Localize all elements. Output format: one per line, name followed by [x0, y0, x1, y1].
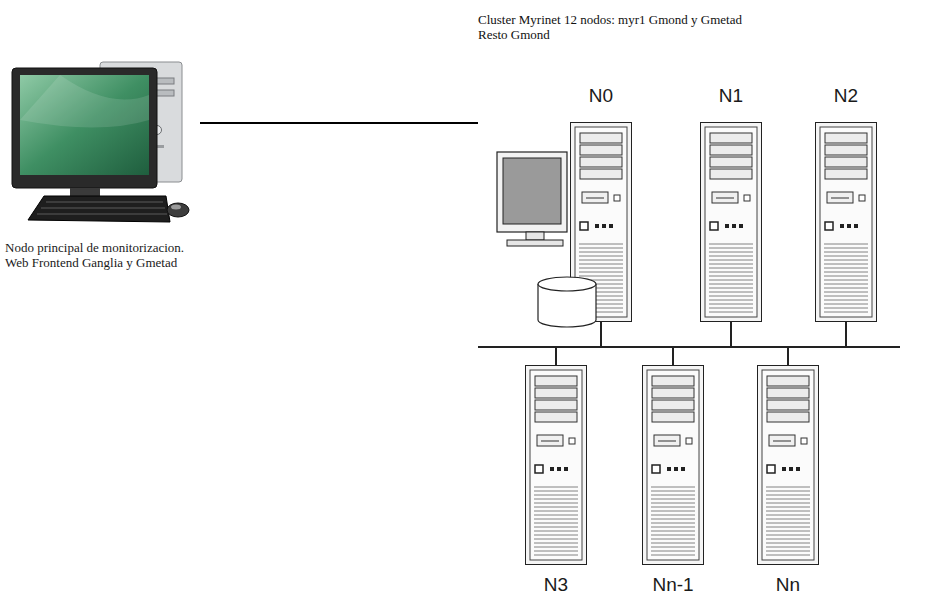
bus-connector [601, 322, 673, 365]
bus-connector [556, 322, 601, 365]
bus-connector [601, 322, 788, 365]
console-monitor [497, 152, 567, 246]
server-tower [526, 366, 587, 565]
cluster-node: N3 [510, 365, 602, 597]
monitoring-host: Nodo principal de monitorizacion. Web Fr… [5, 55, 205, 270]
node-label: N1 [719, 84, 743, 108]
bus-connector [601, 322, 846, 347]
cluster-node: N1 [685, 84, 777, 322]
server-tower [701, 123, 762, 322]
node-label: Nn-1 [652, 573, 693, 597]
network-link [200, 122, 478, 124]
node-label: N0 [589, 84, 613, 108]
cluster-note: Cluster Myrinet 12 nodos: myr1 Gmond y G… [478, 12, 768, 42]
cluster-node: Nn [742, 365, 834, 597]
bus-connector [601, 322, 731, 347]
server-tower [758, 366, 819, 565]
server-tower [643, 366, 704, 565]
node-label: N2 [834, 84, 858, 108]
server-tower [816, 123, 877, 322]
desktop-computer [12, 62, 189, 222]
node-label: Nn [776, 573, 800, 597]
storage-disk [538, 277, 596, 327]
cluster-node: N2 [800, 84, 892, 322]
node-caption: Nodo principal de monitorizacion. Web Fr… [5, 240, 197, 270]
cluster-node: Nn-1 [627, 365, 719, 597]
cluster-node: N0 [555, 84, 647, 322]
node-label: N3 [544, 573, 568, 597]
